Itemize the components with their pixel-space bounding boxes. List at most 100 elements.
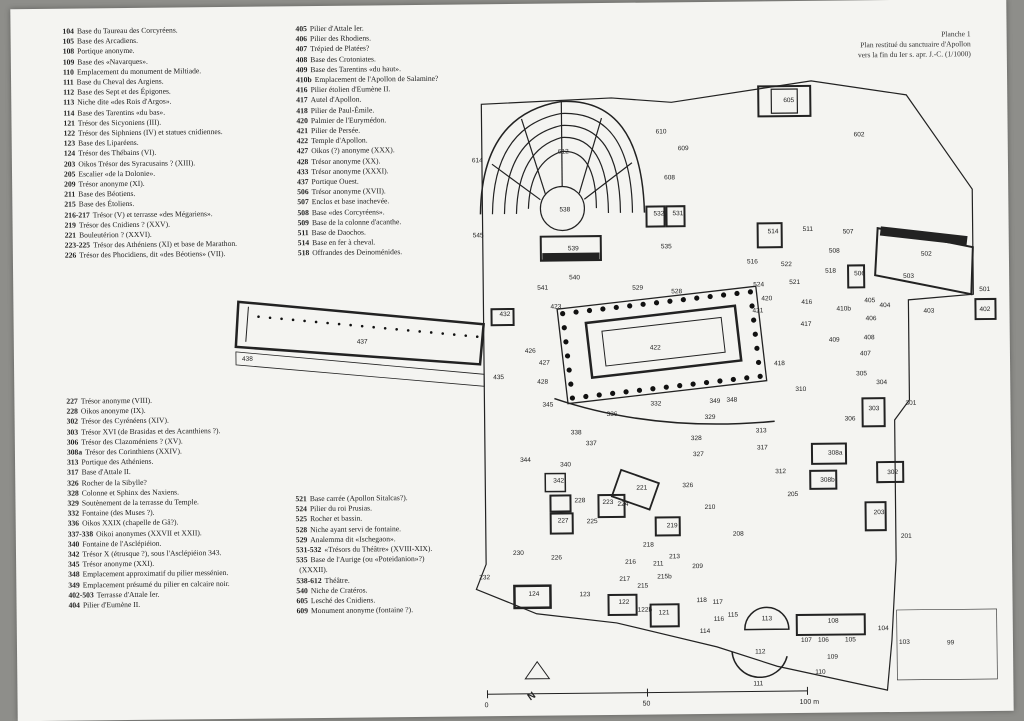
plan-label: 609	[678, 145, 689, 152]
plan-label: 348	[726, 397, 737, 404]
north-arrow: N	[525, 662, 549, 704]
plan-label: 420	[761, 295, 772, 302]
plan-label: 511	[803, 226, 814, 233]
plan-label: 336	[607, 411, 618, 418]
plan-label: 305	[856, 370, 867, 377]
plan-label: 338	[571, 429, 582, 436]
plan-label: 221	[636, 485, 647, 492]
west-portico	[235, 299, 484, 367]
plan-label: 507	[843, 228, 854, 235]
scale-end: 100 m	[800, 699, 820, 706]
plan-label: 514	[768, 228, 779, 235]
plan-label: 215b	[657, 573, 672, 580]
plan-label: 203	[874, 509, 885, 516]
plan-label: 124	[528, 591, 539, 598]
plan-label: 224	[617, 501, 628, 508]
plan-label: 302	[887, 469, 898, 476]
plan-label: 506	[854, 270, 865, 277]
plan-label: 435	[493, 374, 504, 381]
plan-label: 531	[672, 210, 683, 217]
plan-label: 349	[709, 398, 720, 405]
plan-label: 410b	[836, 305, 851, 312]
plan-label: 529	[632, 285, 643, 292]
plan-label: 123	[579, 591, 590, 598]
plan-label: 422	[650, 344, 661, 351]
plan-label: 210	[705, 504, 716, 511]
plan-label: 209	[692, 563, 703, 570]
plan-label: 211	[653, 560, 664, 567]
plan-label: 326	[682, 482, 693, 489]
plan-label: 121	[659, 609, 670, 616]
plan-label: 406	[866, 315, 877, 322]
plan-label: 403	[923, 308, 934, 315]
plan-label: 416	[801, 299, 812, 306]
plan-label: 327	[693, 451, 704, 458]
plan-label: 503	[903, 273, 914, 280]
scale-zero: 0	[485, 702, 489, 709]
plan-label: 205	[787, 491, 798, 498]
plan-label: 122	[619, 599, 630, 606]
plan-label: 106	[818, 637, 829, 644]
plan-label: 437	[357, 339, 368, 346]
plan-label: 612	[558, 148, 569, 155]
plan-label: 112	[755, 648, 766, 655]
plan-label: 340	[560, 461, 571, 468]
plan-label: 516	[747, 258, 758, 265]
plan-label: 545	[473, 232, 484, 239]
plan-label: 404	[879, 302, 890, 309]
plan-label: 216	[625, 559, 636, 566]
plan-label: 524	[753, 281, 764, 288]
plan-label: 408	[864, 334, 875, 341]
plan-label: 306	[845, 415, 856, 422]
peribolos-wall	[471, 79, 977, 694]
plan-label: 108	[828, 618, 839, 625]
plan-label: 201	[901, 533, 912, 540]
scale-mid: 50	[643, 701, 651, 708]
treasury-228	[550, 495, 570, 511]
plan-label: 103	[899, 639, 910, 646]
plan-label: 115	[728, 612, 739, 619]
plan-label: 313	[756, 427, 767, 434]
plan-label: 421	[752, 307, 763, 314]
plan-label: 225	[587, 518, 598, 525]
plan-label: 438	[242, 356, 253, 363]
plan-label: 230	[513, 550, 524, 557]
plan-label: 332	[650, 400, 661, 407]
plan-label: 329	[705, 414, 716, 421]
plan-label: 304	[876, 379, 887, 386]
plan-label: 608	[664, 174, 675, 181]
plan-label: 540	[569, 274, 580, 281]
plan-label: 532	[653, 210, 664, 217]
plan-label: 405	[864, 297, 875, 304]
plan-label: 402	[979, 306, 990, 313]
north-letter: N	[526, 690, 538, 703]
plan-label: 502	[921, 251, 932, 258]
plan-label: 539	[568, 245, 579, 252]
plan-label: 217	[619, 576, 630, 583]
plan-label: 215	[637, 583, 648, 590]
plan-label: 528	[671, 288, 682, 295]
plan-label: 218	[643, 542, 654, 549]
plan-label: 522	[781, 261, 792, 268]
plan-label: 432	[499, 311, 510, 318]
plan-label: 541	[537, 285, 548, 292]
plan-label: 232	[479, 574, 490, 581]
plan-label: 518	[825, 268, 836, 275]
plan-label: 501	[979, 286, 990, 293]
plan-label: 342	[553, 477, 564, 484]
plan-label: 107	[801, 637, 812, 644]
plan-label: 317	[757, 444, 768, 451]
plan-label: 118	[696, 597, 707, 604]
plan-label: 508	[829, 248, 840, 255]
plan-label: 116	[714, 616, 725, 623]
plan-label: 426	[525, 348, 536, 355]
plan-label: 122b	[638, 607, 653, 614]
plan-label: 535	[661, 243, 672, 250]
plan-label: 308a	[828, 450, 843, 457]
plan-label: 344	[520, 457, 531, 464]
plan-label: 99	[947, 639, 955, 646]
plan-label: 301	[905, 400, 916, 407]
plan-label: 226	[551, 554, 562, 561]
